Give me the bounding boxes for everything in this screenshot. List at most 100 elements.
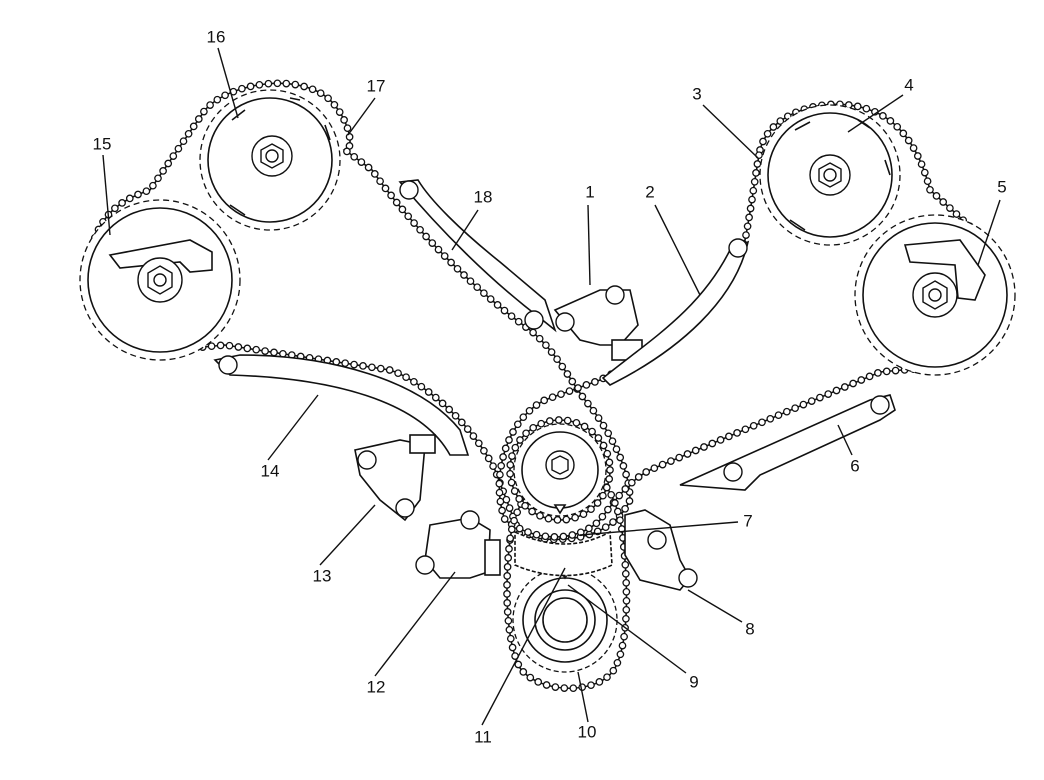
chain-link [565,387,574,395]
chain-link [595,678,604,686]
chain-link [519,413,528,422]
chain-link [799,400,808,409]
chain-link [207,342,216,351]
chain-link [282,79,291,88]
right-exhaust-camshaft-sprocket [759,104,901,246]
chain-link [542,341,550,350]
chain-link [899,129,908,138]
chain-link [759,137,767,146]
chain-link [534,678,543,686]
leader-5 [977,199,1001,266]
callout-9: 9 [689,672,698,691]
chain-link [503,572,512,580]
chain-link [508,643,517,652]
chain-link [507,525,516,534]
callout-11: 11 [474,727,492,746]
callout-18: 18 [474,187,493,206]
chain-link [264,79,273,88]
chain-link [753,160,762,168]
chain-link [238,84,246,93]
callout-6: 6 [850,456,859,475]
chain-link [667,457,675,465]
chain-link [498,506,506,515]
leader-17 [347,97,376,136]
callout-13: 13 [313,566,332,585]
leader-15 [102,154,111,236]
callout-1: 1 [585,182,594,201]
chain-link [599,491,607,500]
chain-link [541,532,550,541]
chain-link [584,399,592,408]
chain-link [886,117,895,125]
chain-link [591,378,599,386]
chain-link [410,377,418,386]
chain-link [330,100,339,109]
chain-link [184,129,193,138]
chain-link [553,355,561,364]
chain-link [410,219,418,227]
chain-link [438,399,447,408]
chain-link [513,508,522,517]
chain-link [503,608,512,616]
chain-link [926,185,934,194]
chain-link [619,462,628,470]
chain-link [766,414,775,423]
chain-link [174,144,183,153]
chain-link [125,194,134,203]
chain-link [865,372,874,381]
chain-link [324,94,332,103]
chain-link [345,133,354,141]
chain-link [469,432,478,440]
left-upper-chain-guide [398,179,557,333]
chain-link [547,348,556,356]
chain-link [463,425,472,433]
chain-link [516,436,524,444]
chain-link [507,312,516,321]
callout-12: 12 [367,677,386,696]
chain-link [213,95,222,104]
chain-link [447,258,455,267]
chain-link [920,168,929,177]
chain-link [554,416,563,424]
chain-link [571,513,579,522]
chain-link [853,102,862,111]
chain-link [159,167,167,175]
chain-link [558,362,567,371]
chain-link [368,363,376,372]
chain-link [745,213,753,222]
chain-link [504,616,513,625]
chain-link [553,516,562,524]
chain-link [882,367,891,376]
chain-link [616,650,625,659]
chain-link [540,396,549,405]
chain-link [604,429,613,438]
chain-link [622,596,631,605]
chain-link [609,666,618,675]
chain-link [495,479,504,488]
chain-link [568,531,577,539]
chain-link [508,452,516,460]
chain-link [514,660,523,669]
chain-link [308,85,317,94]
crankshaft-sprocket [512,567,618,673]
chain-link [857,376,866,384]
left-secondary-chain-tensioner-shoe [213,354,470,456]
chain-link [194,115,203,123]
chain-link [504,554,513,562]
chain-link [526,673,535,682]
right-intake-camshaft-sprocket [854,214,1016,376]
chain-link [741,425,750,434]
leader-6 [837,424,853,456]
chain-link [675,453,684,462]
chain-guides-and-tensioners [213,179,896,591]
chain-link [548,393,557,402]
chain-link [585,524,593,533]
chain-link [700,443,708,451]
chain-link [493,301,502,309]
chain-link [511,443,520,452]
chain-link [580,422,589,431]
chain-link [473,283,482,292]
chain-link [440,252,449,260]
chain-link [506,534,515,543]
